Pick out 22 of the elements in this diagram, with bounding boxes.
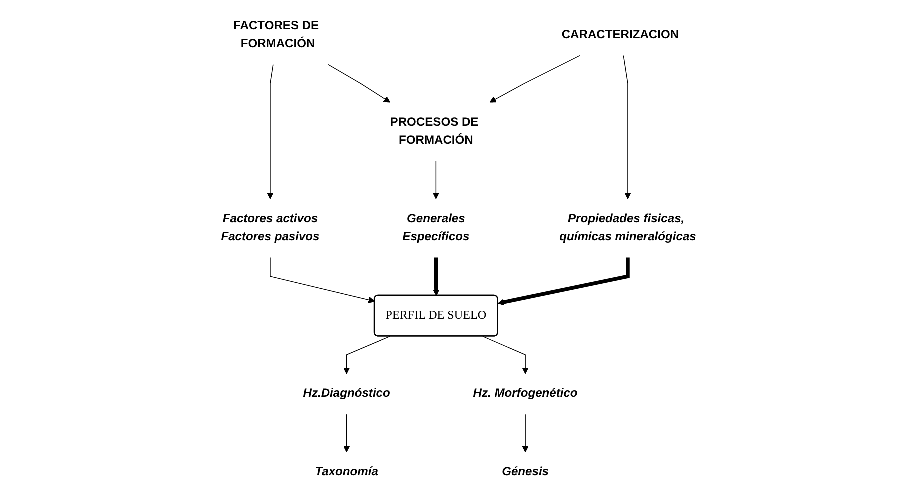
arrow — [267, 64, 274, 200]
node-text: Propiedades fisicas, químicas mineralógicas — [560, 212, 696, 244]
node-text: FACTORES DE FORMACIÓN — [234, 20, 320, 51]
node-text: Taxonomía — [315, 466, 378, 479]
arrow — [522, 414, 529, 453]
node-text: Hz. Morfogenético — [473, 387, 578, 400]
node-text: CARACTERIZACION — [562, 28, 680, 42]
arrow — [433, 258, 440, 296]
arrow — [344, 414, 350, 453]
arrow — [328, 64, 391, 103]
node-text: Génesis — [502, 466, 550, 479]
node-text: Generales Específicos — [402, 212, 470, 244]
node-text: Factores activos Factores pasivos — [221, 212, 320, 244]
node-text: Hz.Diagnóstico — [303, 387, 390, 400]
arrow — [490, 55, 580, 103]
arrow — [270, 257, 376, 304]
arrow — [344, 336, 391, 374]
arrow — [498, 258, 630, 306]
arrow — [482, 336, 529, 374]
arrow — [432, 160, 440, 200]
arrow — [623, 55, 632, 200]
node-text: PROCESOS DE FORMACIÓN — [390, 116, 479, 147]
